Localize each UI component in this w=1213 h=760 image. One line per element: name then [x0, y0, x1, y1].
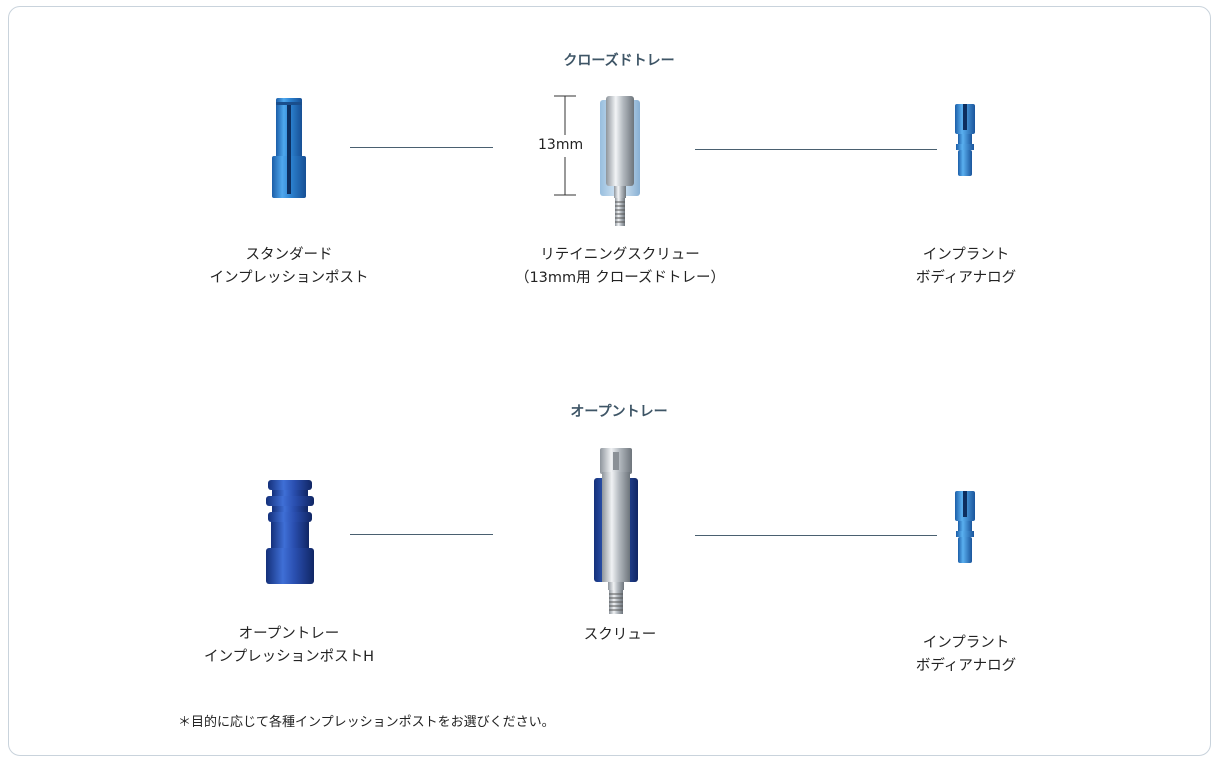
screw-image: [594, 448, 638, 614]
closed-connector-right: [695, 149, 937, 150]
open-tray-title: オープントレー: [570, 404, 668, 420]
standard-impression-post-image: [272, 98, 306, 198]
content-frame: [8, 6, 1211, 756]
screw-label: スクリュー: [583, 627, 657, 643]
implant-body-analog-open-label: インプラント ボディアナログ: [915, 635, 1017, 674]
dimension-label: 13mm: [538, 137, 584, 153]
open-tray-impression-post-image: [266, 480, 314, 584]
implant-body-analog-label: インプラント ボディアナログ: [915, 247, 1017, 286]
implant-body-analog-open-image: [955, 491, 975, 563]
open-connector-right: [695, 535, 937, 536]
open-tray-impression-post-label: オープントレー インプレッションポストH: [204, 626, 374, 665]
open-connector-left: [350, 534, 493, 535]
closed-connector-left: [350, 147, 493, 148]
retaining-screw-label: リテイニングスクリュー （13mm用 クローズドトレー）: [514, 247, 726, 286]
standard-impression-post-label: スタンダード インプレッションポスト: [209, 247, 369, 286]
closed-tray-title: クローズドトレー: [563, 53, 675, 69]
footnote: ＊目的に応じて各種インプレッションポストをお選びください。: [178, 715, 555, 730]
dimension-marker: [554, 95, 576, 196]
retaining-screw-image: [600, 96, 640, 226]
implant-body-analog-image: [955, 104, 975, 176]
